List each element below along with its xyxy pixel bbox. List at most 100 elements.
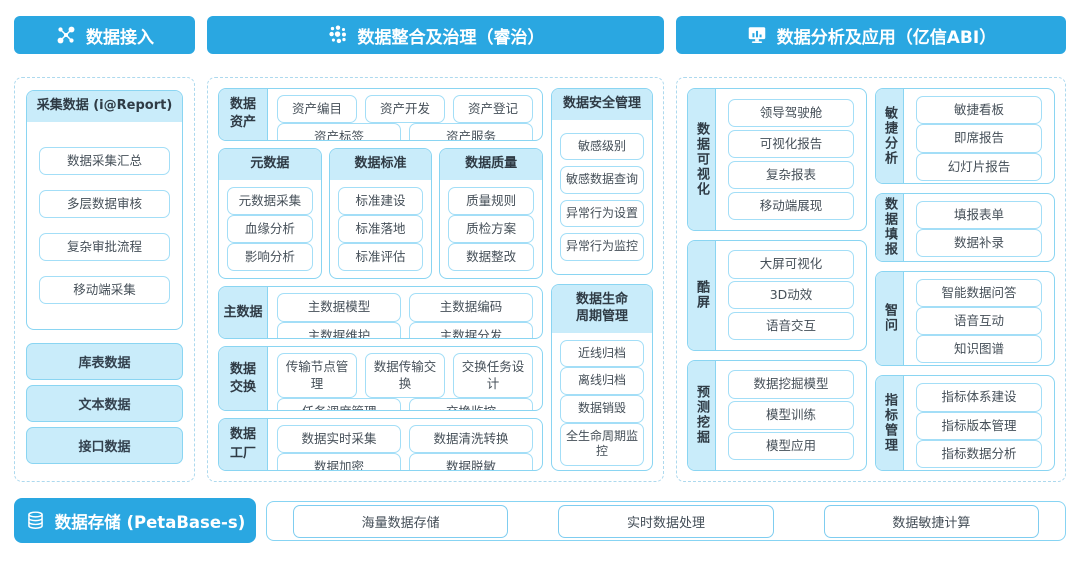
section-data-factory: 数据 工厂 数据实时采集数据清洗转换数据加密数据脱敏 xyxy=(218,418,543,471)
feature-pill: 库表数据 xyxy=(26,343,183,380)
feature-pill: 主数据分发 xyxy=(409,321,533,339)
feature-pill: 文本数据 xyxy=(26,385,183,422)
section-body: 数据挖掘模型模型训练模型应用 xyxy=(716,361,866,470)
section-label: 指标管理 xyxy=(876,376,904,470)
feature-pill: 敏感级别 xyxy=(560,132,644,161)
storage-label: 数据存储 (PetaBase-s) xyxy=(54,512,246,532)
header-data-governance: 数据整合及治理（睿治） xyxy=(207,16,664,54)
feature-pill: 模型训练 xyxy=(728,401,854,430)
pill-row: 资产编目资产开发资产登记 xyxy=(277,95,533,124)
feature-pill: 数据实时采集 xyxy=(277,425,401,454)
section-box: 数据可视化领导驾驶舱可视化报告复杂报表移动端展现 xyxy=(687,88,867,231)
section-box: 数据填报填报表单数据补录 xyxy=(875,192,1055,262)
feature-pill: 幻灯片报告 xyxy=(916,152,1042,181)
section-label: 智问 xyxy=(876,271,904,366)
feature-pill: 数据加密 xyxy=(277,453,401,471)
header-label: 数据接入 xyxy=(86,27,154,48)
section-body: 敏感级别敏感数据查询异常行为设置异常行为监控 xyxy=(552,120,652,274)
header-data-analysis: 数据分析及应用（亿信ABI） xyxy=(676,16,1066,54)
feature-pill: 语音交互 xyxy=(728,312,854,341)
section-label: 预测挖掘 xyxy=(688,360,716,470)
dots-cluster-icon xyxy=(327,24,349,46)
section-body: 主数据模型主数据编码主数据维护主数据分发 xyxy=(268,287,542,339)
metadata-standard-quality-row: 元数据 元数据采集血缘分析影响分析 数据标准 标准建设标准落地标准评估 数据质量… xyxy=(218,147,544,280)
header-label: 数据整合及治理（睿治） xyxy=(357,27,545,48)
pill-row: 传输节点管理数据传输交换交换任务设计 xyxy=(277,353,533,398)
section-label: 数据 交换 xyxy=(219,347,268,411)
feature-pill: 模型应用 xyxy=(728,432,854,461)
feature-pill: 移动端采集 xyxy=(39,275,170,305)
feature-pill: 敏捷看板 xyxy=(916,96,1042,125)
feature-pill: 标准建设 xyxy=(337,186,424,215)
feature-pill: 移动端展现 xyxy=(728,191,854,220)
feature-pill: 元数据采集 xyxy=(227,186,313,215)
pill-row: 资产标签资产服务 xyxy=(277,123,533,140)
section-body: 填报表单数据补录 xyxy=(904,194,1054,261)
section-body: 数据实时采集数据清洗转换数据加密数据脱敏 xyxy=(268,419,542,471)
feature-pill: 即席报告 xyxy=(916,124,1042,153)
feature-pill: 数据敏捷计算 xyxy=(823,504,1039,538)
feature-pill: 指标数据分析 xyxy=(916,439,1042,469)
section-title: 数据质量 xyxy=(440,148,543,180)
report-box-body: 数据采集汇总多层数据审核复杂审批流程移动端采集 xyxy=(27,122,182,329)
storage-header: 数据存储 (PetaBase-s) xyxy=(14,498,256,543)
section-box: 指标管理指标体系建设指标版本管理指标数据分析 xyxy=(875,375,1055,471)
data-source-list: 库表数据文本数据接口数据 xyxy=(26,338,183,469)
feature-pill: 主数据模型 xyxy=(277,293,401,322)
pill-row: 数据实时采集数据清洗转换 xyxy=(277,425,533,454)
section-title: 数据标准 xyxy=(329,148,432,180)
section-title: 数据安全管理 xyxy=(552,89,652,120)
section-label: 数据 资产 xyxy=(219,89,268,140)
feature-pill: 指标版本管理 xyxy=(916,411,1042,440)
storage-capability-track: 海量数据存储实时数据处理数据敏捷计算 xyxy=(266,501,1066,541)
feature-pill: 异常行为监控 xyxy=(560,233,644,262)
section-data-asset: 数据 资产 资产编目资产开发资产登记资产标签资产服务 xyxy=(218,88,543,141)
feature-pill: 可视化报告 xyxy=(728,129,854,158)
feature-pill: 数据补录 xyxy=(916,228,1042,258)
feature-pill: 资产编目 xyxy=(277,95,357,124)
feature-pill: 质检方案 xyxy=(448,214,535,244)
feature-pill: 智能数据问答 xyxy=(916,278,1042,307)
feature-pill: 标准落地 xyxy=(337,214,424,244)
section-body: 质量规则质检方案数据整改 xyxy=(440,180,542,279)
feature-pill: 数据销毁 xyxy=(560,394,644,423)
feature-pill: 指标体系建设 xyxy=(916,383,1042,412)
feature-pill: 数据脱敏 xyxy=(409,453,533,471)
section-label: 敏捷分析 xyxy=(876,89,904,183)
section-label: 数据填报 xyxy=(876,193,904,261)
section-body: 指标体系建设指标版本管理指标数据分析 xyxy=(904,376,1054,470)
report-collection-box: 采集数据 (i@Report) 数据采集汇总多层数据审核复杂审批流程移动端采集 xyxy=(26,90,183,330)
feature-pill: 复杂审批流程 xyxy=(39,232,170,262)
section-body: 智能数据问答语音互动知识图谱 xyxy=(904,272,1054,366)
feature-pill: 影响分析 xyxy=(227,243,313,272)
section-data-exchange: 数据 交换 传输节点管理数据传输交换交换任务设计任务调度管理交换监控 xyxy=(218,346,543,412)
feature-pill: 数据传输交换 xyxy=(365,353,445,398)
panel-data-governance: 数据 资产 资产编目资产开发资产登记资产标签资产服务 元数据 元数据采集血缘分析… xyxy=(207,77,664,482)
section-master-data: 主数据 主数据模型主数据编码主数据维护主数据分发 xyxy=(218,286,543,340)
section-body: 元数据采集血缘分析影响分析 xyxy=(219,180,321,279)
feature-pill: 资产服务 xyxy=(409,123,533,140)
section-body: 资产编目资产开发资产登记资产标签资产服务 xyxy=(268,89,542,140)
section-metadata: 元数据 元数据采集血缘分析影响分析 xyxy=(218,147,322,280)
network-icon xyxy=(55,24,77,46)
section-title: 数据生命 周期管理 xyxy=(552,285,652,333)
feature-pill: 全生命周期监控 xyxy=(560,422,644,466)
feature-pill: 复杂报表 xyxy=(728,160,854,189)
feature-pill: 数据采集汇总 xyxy=(39,146,170,175)
section-box: 预测挖掘数据挖掘模型模型训练模型应用 xyxy=(687,359,867,471)
feature-pill: 数据清洗转换 xyxy=(409,425,533,454)
feature-pill: 接口数据 xyxy=(26,427,183,464)
database-icon xyxy=(25,510,46,531)
feature-pill: 传输节点管理 xyxy=(277,353,357,398)
feature-pill: 交换任务设计 xyxy=(453,353,533,398)
pill-row: 数据加密数据脱敏 xyxy=(277,453,533,471)
header-data-access: 数据接入 xyxy=(14,16,195,54)
feature-pill: 异常行为设置 xyxy=(560,199,644,228)
pill-row: 任务调度管理交换监控 xyxy=(277,397,533,411)
feature-pill: 实时数据处理 xyxy=(558,504,774,538)
